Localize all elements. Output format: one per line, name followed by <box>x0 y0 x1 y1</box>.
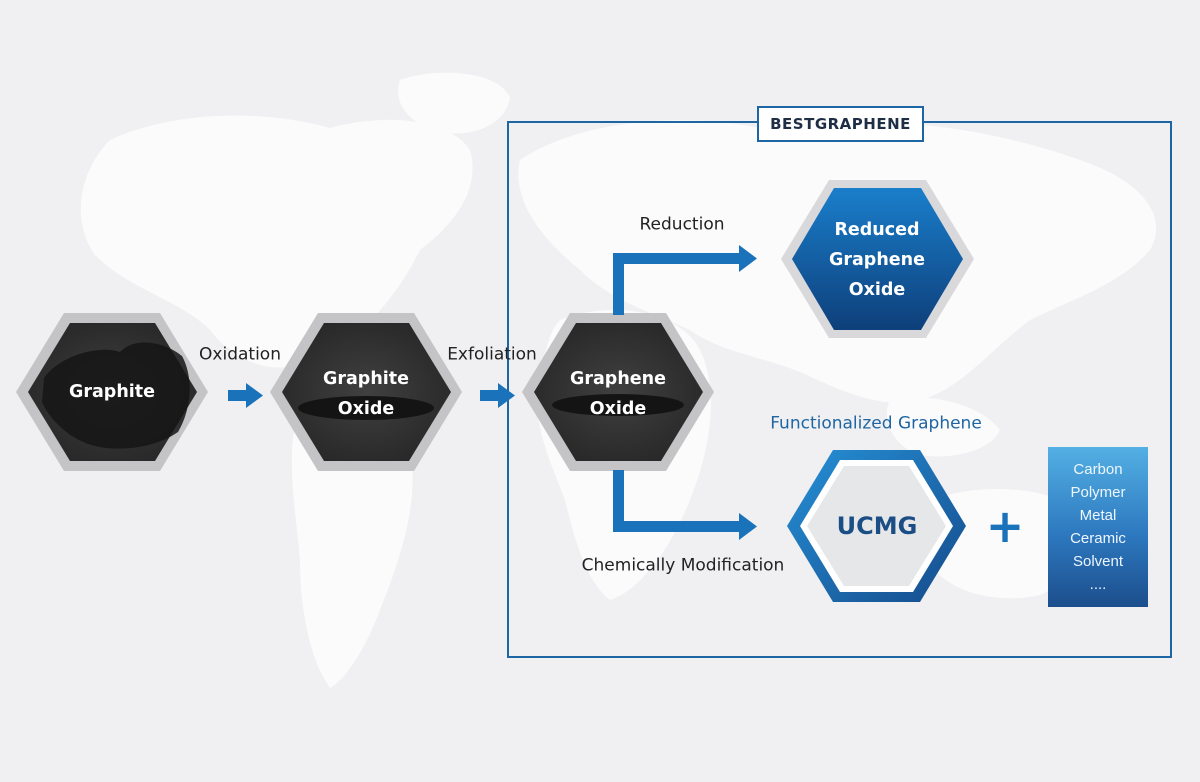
ucmg-label: UCMG <box>836 512 918 540</box>
hexagon-graphite <box>16 313 208 471</box>
material-ceramic: Ceramic <box>1070 530 1126 547</box>
hexagon-graphene-oxide <box>522 313 714 471</box>
plus-icon: + <box>985 499 1025 553</box>
graphene-oxide-label-line2: Oxide <box>589 399 647 419</box>
hexagon-reduced-graphene-oxide <box>781 180 974 338</box>
exfoliation-arrow <box>480 383 515 408</box>
reduction-arrow <box>613 245 757 315</box>
material-ellipsis: .... <box>1089 576 1107 593</box>
graphite-rock-image <box>42 342 190 449</box>
reduction-label: Reduction <box>639 214 725 235</box>
material-solvent: Solvent <box>1072 553 1124 570</box>
graphite-label: Graphite <box>69 377 155 407</box>
graphite-oxide-label: Graphite Oxide <box>323 364 409 424</box>
chemical-modification-arrow <box>613 470 757 540</box>
material-metal: Metal <box>1079 507 1117 524</box>
greenland-shape <box>398 72 510 134</box>
material-polymer: Polymer <box>1070 484 1126 501</box>
reduced-label-line3: Oxide <box>848 280 906 300</box>
graphite-oxide-label-line1: Graphite <box>322 369 410 389</box>
southeast-asia-shape <box>886 397 1000 457</box>
chemical-modification-label: Chemically Modification <box>581 555 785 576</box>
functionalized-graphene-title: Functionalized Graphene <box>770 413 982 434</box>
reduced-label-line1: Reduced <box>834 220 920 240</box>
materials-box: Carbon Polymer Metal Ceramic Solvent ...… <box>1048 447 1148 607</box>
bestgraphene-title: BESTGRAPHENE <box>757 106 924 142</box>
reduced-label-line2: Graphene <box>829 250 925 270</box>
graphite-label-line1: Graphite <box>68 382 156 402</box>
reduced-graphene-oxide-label: Reduced Graphene Oxide <box>829 215 925 305</box>
graphite-oxide-powder-image <box>298 396 434 420</box>
hexagon-graphite-oxide <box>270 313 462 471</box>
graphite-oxide-label-line2: Oxide <box>337 399 395 419</box>
exfoliation-label: Exfoliation <box>447 344 537 365</box>
graphene-oxide-label-line1: Graphene <box>570 369 666 389</box>
hexagon-ucmg <box>787 450 966 602</box>
graphene-oxide-label: Graphene Oxide <box>570 364 666 424</box>
oxidation-label: Oxidation <box>199 344 281 365</box>
graphene-oxide-powder-image <box>552 394 684 416</box>
material-carbon: Carbon <box>1073 461 1123 478</box>
oxidation-arrow <box>228 383 263 408</box>
north-america-shape <box>80 115 473 368</box>
